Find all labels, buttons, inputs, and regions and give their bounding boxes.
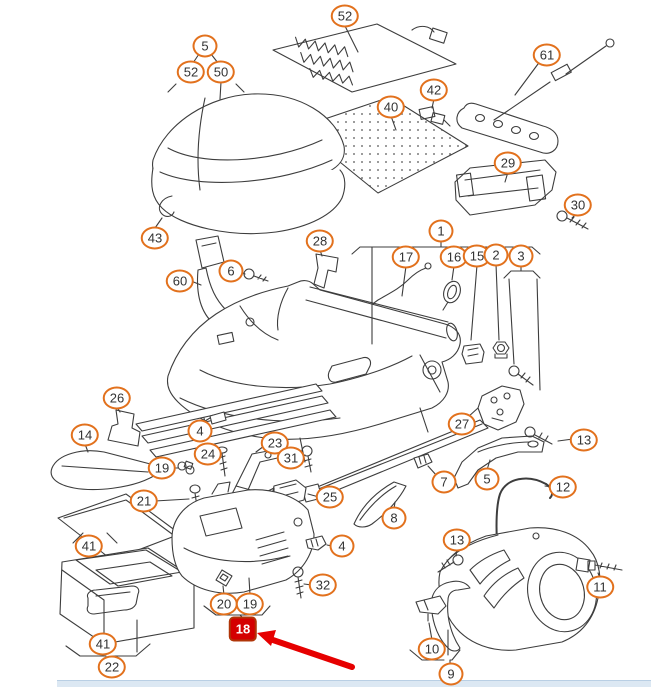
callout-31[interactable]: 31	[276, 446, 306, 470]
callout-9[interactable]: 9	[438, 662, 464, 686]
part-block-15	[461, 343, 485, 365]
part-clip-4b	[305, 535, 327, 551]
callout-24[interactable]: 24	[193, 442, 223, 466]
part-lever-5	[453, 435, 545, 489]
callout-41[interactable]: 41	[74, 534, 104, 558]
highlight-arrow	[257, 630, 355, 670]
callout-14[interactable]: 14	[70, 423, 100, 447]
part-seat-cushion	[151, 93, 346, 235]
part-heating-mat	[272, 23, 457, 93]
callout-25[interactable]: 25	[315, 485, 345, 509]
callout-52[interactable]: 52	[330, 4, 360, 28]
part-trim-14	[50, 450, 160, 491]
part-bracket-26	[107, 409, 141, 447]
callout-12[interactable]: 12	[548, 475, 578, 499]
part-drawer	[59, 547, 195, 645]
part-nut-2	[492, 341, 510, 359]
callout-13[interactable]: 13	[442, 528, 472, 552]
callout-28[interactable]: 28	[305, 229, 335, 253]
callout-21[interactable]: 21	[129, 489, 159, 513]
callout-8[interactable]: 8	[381, 506, 407, 530]
part-hook-43	[158, 195, 175, 217]
callout-30[interactable]: 30	[563, 193, 593, 217]
callout-3[interactable]: 3	[508, 244, 534, 268]
part-screw-31	[301, 445, 313, 473]
highlighted-callout-18[interactable]: 18	[228, 616, 258, 642]
callout-41[interactable]: 41	[88, 632, 118, 656]
callout-5[interactable]: 5	[192, 34, 218, 58]
callout-1[interactable]: 1	[428, 219, 454, 243]
callout-2[interactable]: 2	[483, 243, 509, 267]
part-clip-10	[415, 595, 447, 622]
callout-7[interactable]: 7	[431, 470, 457, 494]
part-plate-27	[477, 385, 525, 431]
callout-6[interactable]: 6	[218, 259, 244, 283]
part-connector-42	[418, 106, 451, 127]
callout-10[interactable]: 10	[417, 637, 447, 661]
part-seat-pan	[171, 481, 315, 594]
callout-29[interactable]: 29	[493, 151, 523, 175]
part-clip-19	[177, 460, 195, 475]
callout-52[interactable]: 52	[176, 60, 206, 84]
part-clip-7	[413, 453, 433, 469]
callout-26[interactable]: 26	[102, 386, 132, 410]
callout-50[interactable]: 50	[206, 60, 236, 84]
part-cable-61	[456, 38, 615, 154]
part-hook-16	[442, 280, 461, 311]
callout-19[interactable]: 19	[235, 592, 265, 616]
part-bracket-28	[313, 253, 339, 289]
callout-32[interactable]: 32	[308, 573, 338, 597]
part-cushion-pad	[297, 96, 469, 194]
callout-61[interactable]: 61	[532, 43, 562, 67]
callout-13[interactable]: 13	[569, 428, 599, 452]
part-right-rail	[301, 419, 489, 503]
part-screw-32	[292, 566, 304, 599]
part-bolt-11	[575, 557, 623, 573]
callout-11[interactable]: 11	[586, 575, 614, 599]
callout-60[interactable]: 60	[165, 269, 195, 293]
part-bolt-6	[243, 268, 269, 282]
callout-17[interactable]: 17	[391, 245, 421, 269]
callout-42[interactable]: 42	[419, 78, 449, 102]
callout-43[interactable]: 43	[140, 226, 170, 250]
callout-4[interactable]: 4	[187, 419, 213, 443]
callout-40[interactable]: 40	[376, 95, 406, 119]
part-screw-30	[556, 210, 589, 230]
footer-bar	[57, 680, 651, 687]
callout-27[interactable]: 27	[447, 412, 477, 436]
callout-4[interactable]: 4	[329, 534, 355, 558]
callout-22[interactable]: 22	[97, 655, 127, 679]
callout-19[interactable]: 19	[147, 456, 177, 480]
callout-5[interactable]: 5	[474, 467, 500, 491]
part-screw-3	[508, 365, 534, 386]
part-screw-13b	[437, 554, 464, 573]
